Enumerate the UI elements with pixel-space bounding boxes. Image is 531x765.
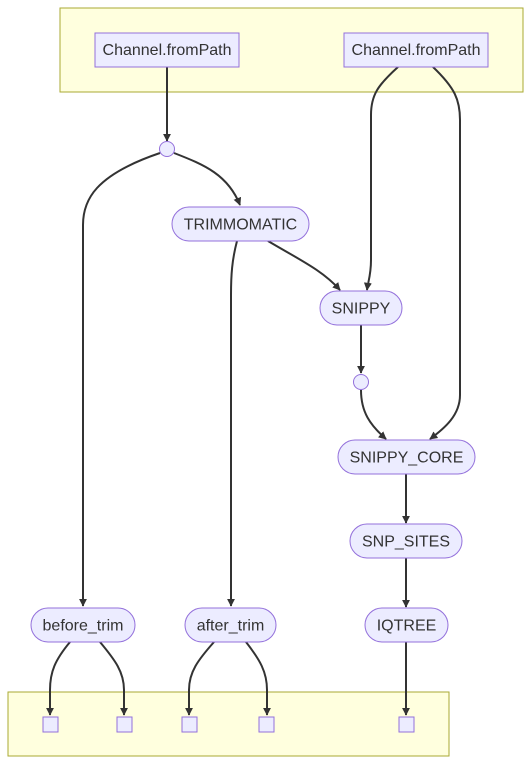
node-iqtree-label: IQTREE: [377, 618, 437, 635]
node-after-trim[interactable]: after_trim: [184, 607, 277, 643]
node-iqtree[interactable]: IQTREE: [364, 607, 449, 643]
edge-junction2-to-snippy-core: [360, 389, 387, 440]
node-before-trim-label: before_trim: [43, 618, 124, 635]
output-cluster: [7, 691, 450, 757]
node-snippy[interactable]: SNIPPY: [319, 290, 403, 326]
edge-after-trim-to-output3: [185, 641, 215, 716]
node-after-trim-label: after_trim: [197, 618, 265, 635]
output-node-1: [42, 716, 59, 733]
node-channel-frompath-1-label: Channel.fromPath: [103, 42, 232, 59]
edge-junction1-to-before-trim: [79, 152, 161, 607]
node-snippy-label: SNIPPY: [332, 301, 391, 318]
node-snp-sites-label: SNP_SITES: [362, 534, 450, 551]
node-channel-frompath-2[interactable]: Channel.fromPath: [343, 32, 489, 68]
edge-junction1-to-trimmomatic: [173, 152, 242, 206]
edge-input2-to-snippy: [363, 66, 399, 291]
junction-node-1: [159, 141, 175, 157]
junction-node-2: [353, 374, 369, 390]
edge-input2-to-snippy-core: [429, 66, 461, 440]
edge-trimmomatic-to-snippy: [267, 240, 341, 291]
edge-trimmomatic-to-after-trim: [227, 240, 238, 607]
edge-before-trim-to-output1: [46, 641, 71, 716]
node-snippy-core[interactable]: SNIPPY_CORE: [337, 439, 476, 475]
node-channel-frompath-2-label: Channel.fromPath: [352, 42, 481, 59]
output-node-4: [258, 716, 275, 733]
edge-after-trim-to-output4: [245, 641, 271, 716]
output-node-2: [116, 716, 133, 733]
node-snippy-core-label: SNIPPY_CORE: [350, 450, 464, 467]
node-before-trim[interactable]: before_trim: [30, 607, 136, 643]
output-node-5: [398, 716, 415, 733]
output-node-3: [181, 716, 198, 733]
node-snp-sites[interactable]: SNP_SITES: [349, 523, 463, 559]
node-trimmomatic[interactable]: TRIMMOMATIC: [171, 206, 310, 242]
edge-before-trim-to-output2: [99, 641, 128, 716]
node-trimmomatic-label: TRIMMOMATIC: [184, 217, 297, 234]
node-channel-frompath-1[interactable]: Channel.fromPath: [94, 32, 240, 68]
